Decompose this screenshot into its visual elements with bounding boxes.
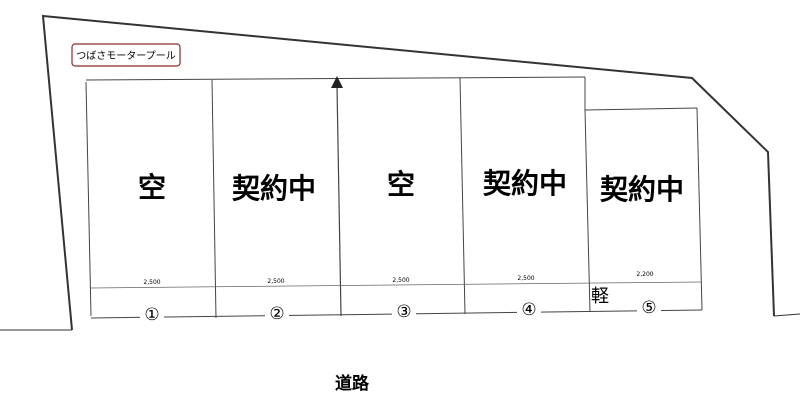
- divider-2-3: [336, 85, 342, 317]
- space5-top-line: [584, 107, 698, 111]
- top-line: [85, 76, 586, 81]
- space-1-number: ①: [144, 305, 159, 325]
- space-3-status: 空: [387, 168, 415, 201]
- road-edge-right: [773, 313, 800, 317]
- space-4-number: ④: [521, 300, 536, 320]
- space-5-width: 2,200: [636, 271, 653, 278]
- space-4-width: 2,500: [517, 275, 534, 282]
- space-1-width: 2,500: [143, 279, 160, 286]
- space-5-number: ⑤: [641, 298, 656, 318]
- lot-name-box: [71, 43, 181, 67]
- space-3-width: 2,500: [392, 277, 409, 284]
- divider-3-4: [459, 77, 466, 315]
- arrow-icon: [331, 76, 343, 88]
- space-2-status: 契約中: [232, 172, 316, 205]
- site-boundary: [41, 14, 775, 331]
- space-3-number: ③: [396, 302, 411, 322]
- divider-1-2: [211, 79, 217, 319]
- space-5-status: 契約中: [600, 173, 684, 206]
- space-1-status: 空: [138, 171, 166, 204]
- right-line: [696, 107, 703, 311]
- left-line: [85, 81, 92, 317]
- space-5-note: 軽: [591, 286, 609, 307]
- divider-4-5: [584, 109, 591, 313]
- lot-name: つばさモータープール: [76, 50, 175, 62]
- road-label: 道路: [335, 373, 370, 394]
- space-4-status: 契約中: [483, 167, 567, 200]
- dimension-line: [90, 281, 703, 289]
- space-2-width: 2,500: [267, 278, 284, 285]
- space-2-number: ②: [269, 304, 284, 324]
